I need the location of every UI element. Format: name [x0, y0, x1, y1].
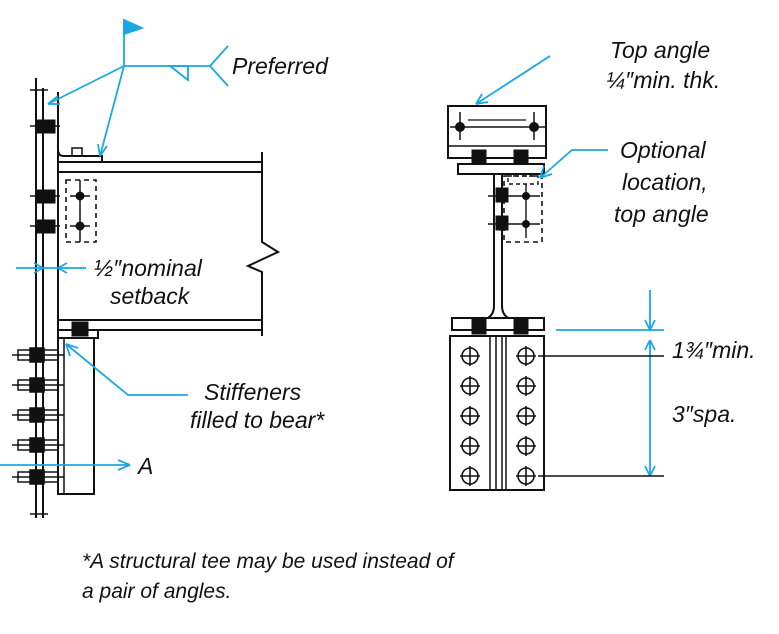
- seat-bolts: [12, 347, 64, 485]
- seat-top-bolt-left: [471, 317, 487, 335]
- optional-web-angle-dashed: [65, 179, 97, 243]
- label-section-mark: A: [136, 453, 153, 479]
- top-angle-bolt-right: [529, 122, 539, 132]
- optional-bolt-1: [495, 187, 509, 203]
- flange-bolt-right: [513, 149, 529, 165]
- bolt-hole-right-3: [516, 406, 536, 426]
- right-section: [447, 105, 547, 491]
- top-angle-bolt-left: [455, 122, 465, 132]
- dimension-extensions: [538, 355, 664, 477]
- seat-bolt-2: [12, 377, 64, 393]
- weld-tail: [208, 45, 229, 87]
- flange-bolt-left: [471, 149, 487, 165]
- left-leaders: [0, 18, 229, 471]
- optional-leader: [539, 149, 608, 179]
- left-elevation-bolts: [30, 119, 90, 337]
- right-section-bolts: [471, 149, 540, 335]
- bolt-head-seat: [71, 321, 89, 337]
- label-preferred: Preferred: [232, 53, 329, 79]
- label-edge-distance: 1¾″min.: [672, 337, 756, 363]
- bolt-hole-left-2: [460, 376, 480, 396]
- optional-top-angle-dashed: [503, 175, 543, 243]
- label-stiffeners-2: filled to bear*: [190, 407, 325, 433]
- bolt-hole-right-5: [516, 466, 536, 486]
- leader-to-column-top: [47, 65, 125, 105]
- bolt-hole-left-1: [460, 346, 480, 366]
- stiffener-leader: [65, 343, 188, 396]
- leader-to-angle-toe: [99, 65, 125, 157]
- label-top-angle-2: ¼″min. thk.: [606, 67, 720, 93]
- bolt-hole-right-2: [516, 376, 536, 396]
- left-elevation: [30, 78, 281, 518]
- label-bolt-spacing: 3″spa.: [672, 401, 736, 427]
- bolt-hole-right-1: [516, 346, 536, 366]
- top-angle-elevation: [57, 92, 103, 163]
- seat-top-bolt-right: [513, 317, 529, 335]
- beam-web-section: [487, 174, 509, 319]
- seat-bolt-4: [12, 437, 64, 453]
- bolt-hole-right-4: [516, 436, 536, 456]
- seat-block-section: [449, 335, 545, 491]
- label-setback-2: setback: [110, 283, 191, 309]
- seat-bolt-holes: [460, 346, 536, 486]
- beam-break-line: [245, 152, 281, 336]
- bolt-hole-left-3: [460, 406, 480, 426]
- weld-fillet-symbol: [167, 65, 189, 82]
- top-angle-leader: [475, 55, 551, 105]
- seat-bolt-1: [12, 347, 64, 363]
- seat-bolt-5: [12, 469, 64, 485]
- seat-bolt-3: [12, 407, 64, 423]
- label-top-angle-1: Top angle: [610, 37, 710, 63]
- label-stiffeners-1: Stiffeners: [204, 379, 302, 405]
- bolt-hole-left-5: [460, 466, 480, 486]
- label-optional-2: location,: [622, 169, 708, 195]
- bolt-head-flange-small: [71, 147, 83, 157]
- beam-bottom-flange-section: [451, 317, 545, 331]
- beam-top-flange-section: [457, 163, 545, 175]
- optional-bolt-2: [495, 215, 509, 231]
- top-angle-section: [447, 105, 547, 159]
- right-leaders: [475, 55, 664, 477]
- label-setback-1: ½″nominal: [94, 255, 203, 281]
- label-optional-1: Optional: [620, 137, 707, 163]
- bolt-hole-left-4: [460, 436, 480, 456]
- footnote-line-1: *A structural tee may be used instead of: [82, 550, 456, 573]
- label-optional-3: top angle: [614, 201, 709, 227]
- weld-flag: [123, 18, 145, 36]
- footnote-line-2: a pair of angles.: [82, 580, 231, 603]
